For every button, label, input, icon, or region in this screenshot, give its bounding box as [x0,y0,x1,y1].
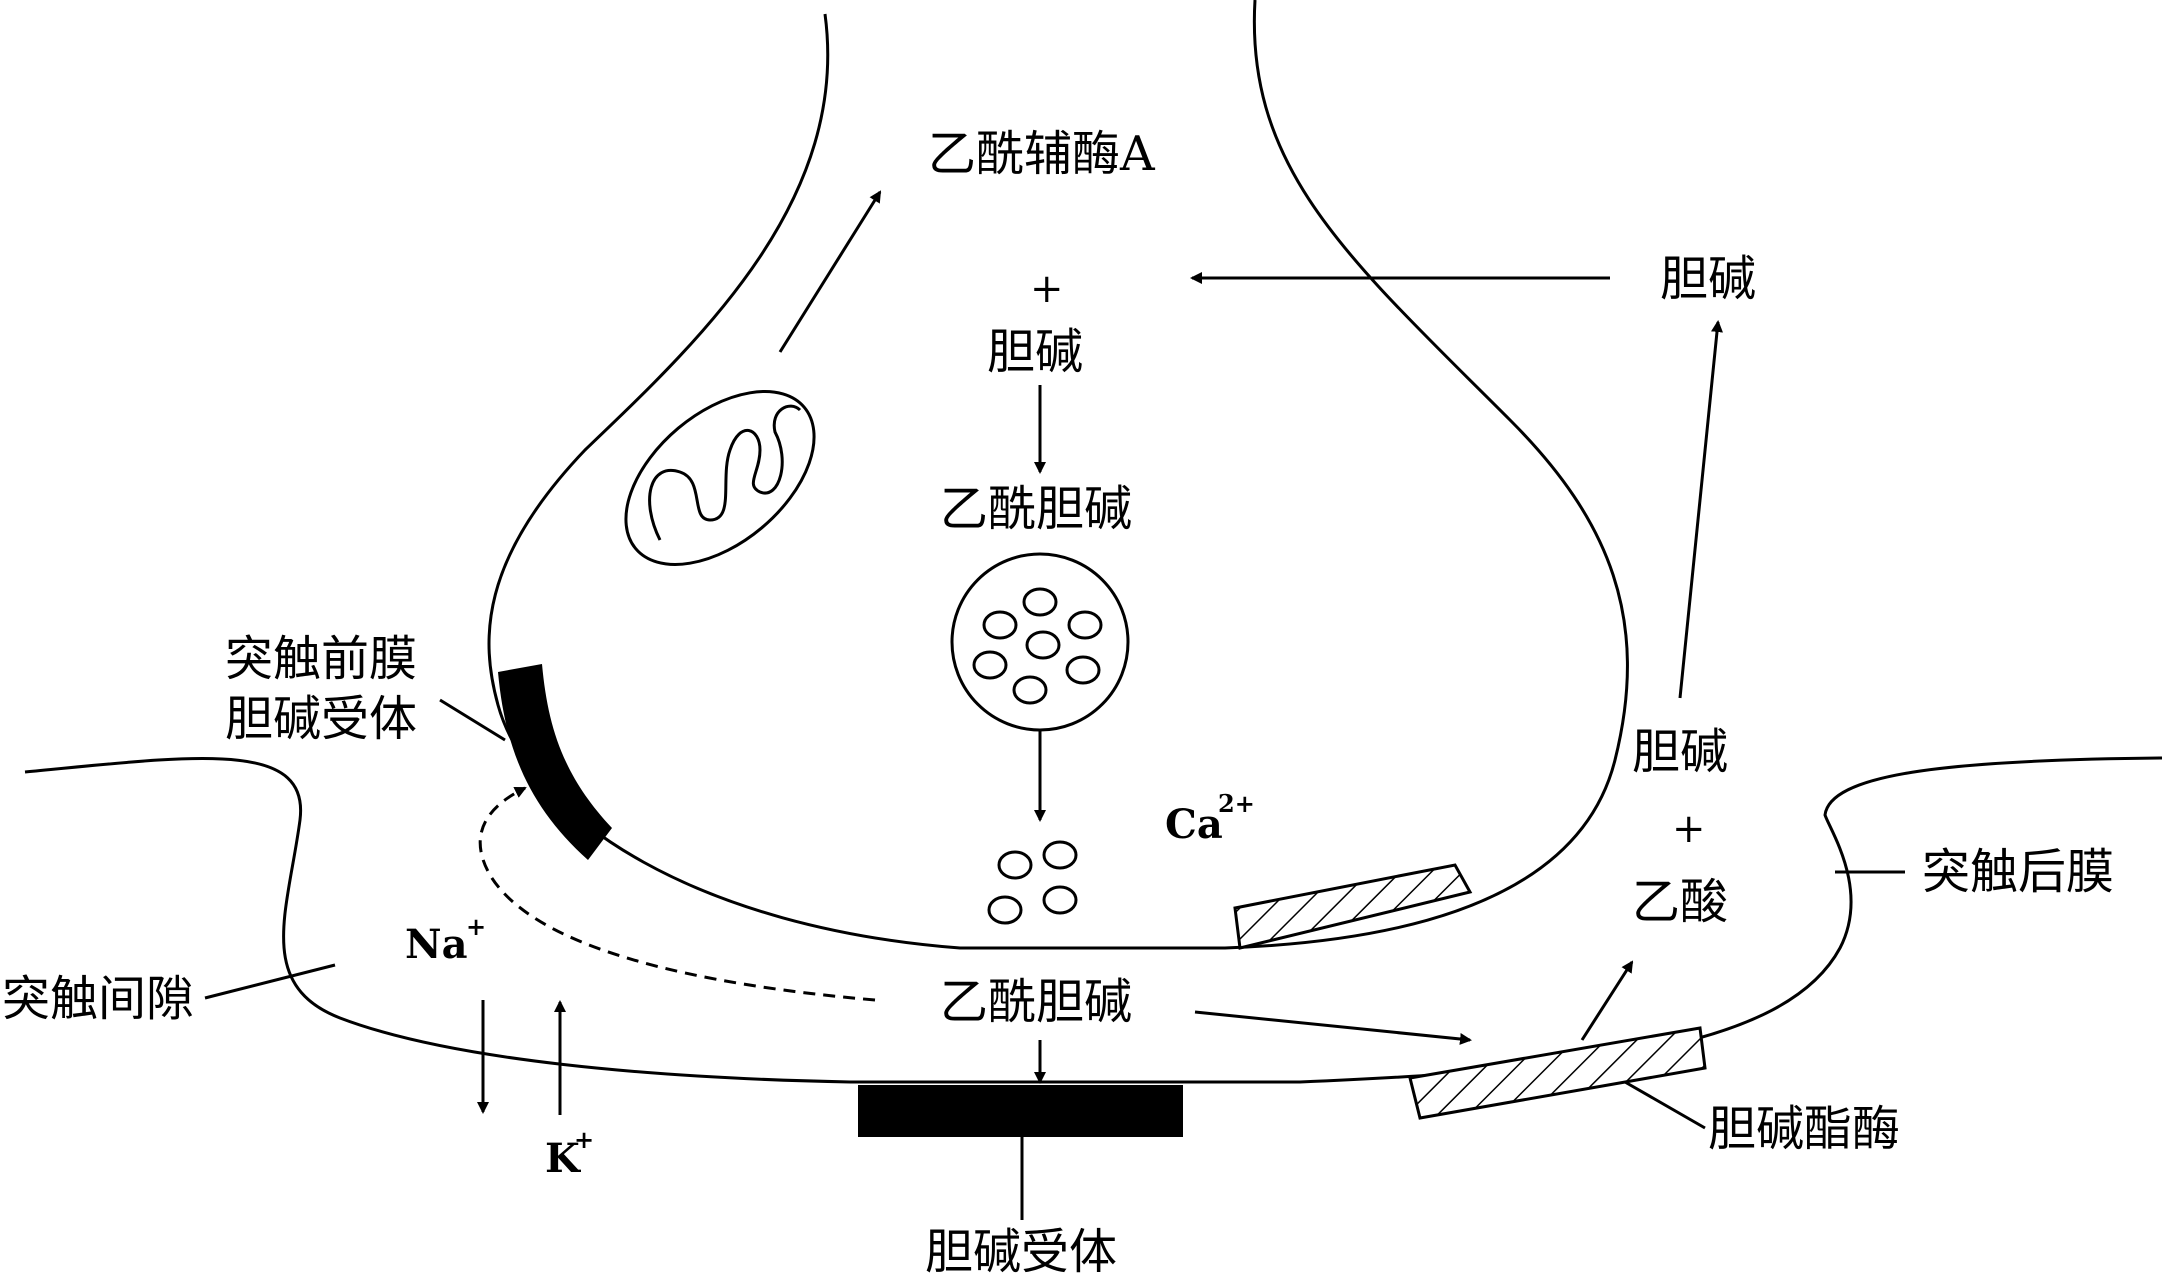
presynaptic-membrane-outline [487,0,1629,950]
postsynaptic-membrane-outline [24,756,2162,1084]
arrow-products-up [1678,320,1723,699]
presynaptic-receptor-label-line2: 胆碱受体 [225,691,417,747]
acetylcholine-label-cleft: 乙酰胆碱 [940,974,1132,1030]
arrow-enzyme-to-products [1580,960,1634,1041]
sodium-ion-charge: + [466,912,486,941]
potassium-ion-label: K [545,1135,581,1182]
presynaptic-choline-receptor [498,664,612,860]
choline-receptor-label: 胆碱受体 [925,1224,1117,1280]
leader-presynaptic-receptor [439,698,506,742]
leader-synaptic-cleft [204,963,336,1000]
arrow-mito-to-acetylcoa [778,190,882,353]
presynaptic-receptor-label-line1: 突触前膜 [225,631,417,687]
choline-label-right-top: 胆碱 [1660,251,1756,307]
calcium-ion-label: Ca [1165,801,1223,848]
feedback-dashed-arrow [478,786,876,1002]
plus-sign-right: + [1672,806,1706,852]
potassium-ion-charge: + [574,1125,594,1154]
choline-label-right-mid: 胆碱 [1632,724,1728,780]
calcium-ion-charge: 2+ [1218,789,1255,818]
postsynaptic-membrane-label: 突触后膜 [1922,844,2114,900]
acetyl-coa-label: 乙酰辅酶A [928,126,1156,182]
synaptic-vesicle [950,552,1130,732]
plus-sign-top: + [1030,266,1064,312]
cholinesterase-enzyme [1408,1026,1707,1120]
synaptic-cleft-label: 突触间隙 [2,971,194,1027]
arrow-ach-to-enzyme [1194,1010,1472,1045]
acetic-acid-label: 乙酸 [1632,874,1728,930]
exocytosis-vesicle [987,840,1078,925]
cholinesterase-label: 胆碱酯酶 [1708,1101,1900,1157]
postsynaptic-choline-receptor [858,1085,1183,1137]
mitochondrion [624,390,816,566]
leader-cholinesterase [1624,1080,1706,1130]
sodium-ion-label: Na [405,921,467,968]
choline-label-mid: 胆碱 [987,324,1083,380]
acetylcholine-label-top: 乙酰胆碱 [940,481,1132,537]
presynaptic-transporter [1233,863,1473,950]
